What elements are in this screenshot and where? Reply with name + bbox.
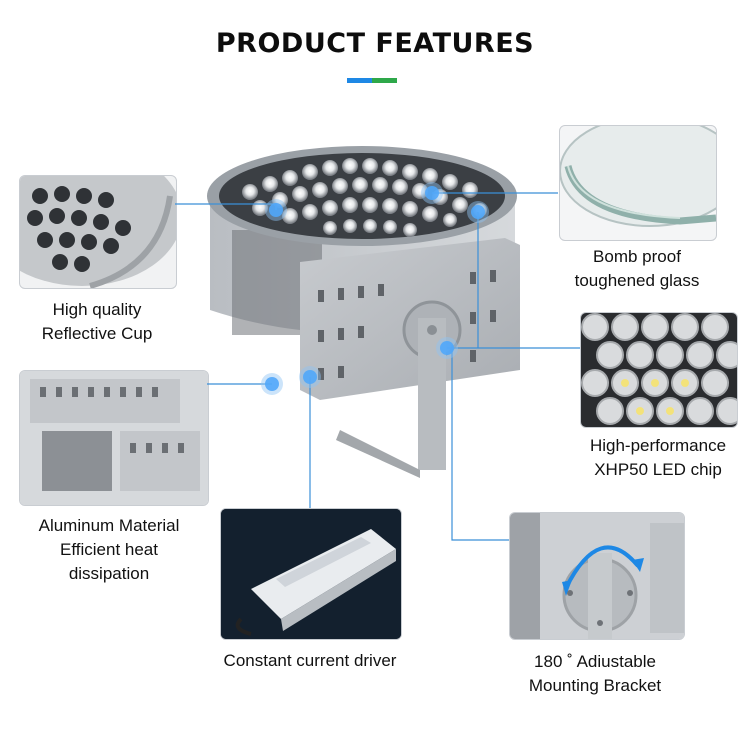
callout-dot [425,186,439,200]
reflective-cup-thumbnail [19,175,177,289]
aluminum-caption: Aluminum Material Efficient heat dissipa… [38,516,180,583]
page-title: PRODUCT FEATURES [215,28,535,59]
driver-caption: Constant current driver [223,651,397,670]
led-array [242,158,487,237]
callout-dot [269,203,283,217]
reflective-cup-caption: High quality Reflective Cup [41,300,153,343]
bracket-thumbnail [509,512,685,640]
led-chip-caption: High-performance XHP50 LED chip [589,436,727,479]
callout-dot [471,205,485,219]
toughened-glass-caption: Bomb proof toughened glass [574,247,700,290]
bracket-caption: 180 ˚ Adiustable Mounting Bracket [528,652,662,695]
callout-dot [303,370,317,384]
toughened-glass-thumbnail [559,125,717,241]
title-underline [347,78,397,83]
callout-dot [440,341,454,355]
led-chip-thumbnail [580,312,738,428]
aluminum-housing-thumbnail [19,370,209,506]
driver-thumbnail [220,508,402,640]
callout-dot [265,377,279,391]
